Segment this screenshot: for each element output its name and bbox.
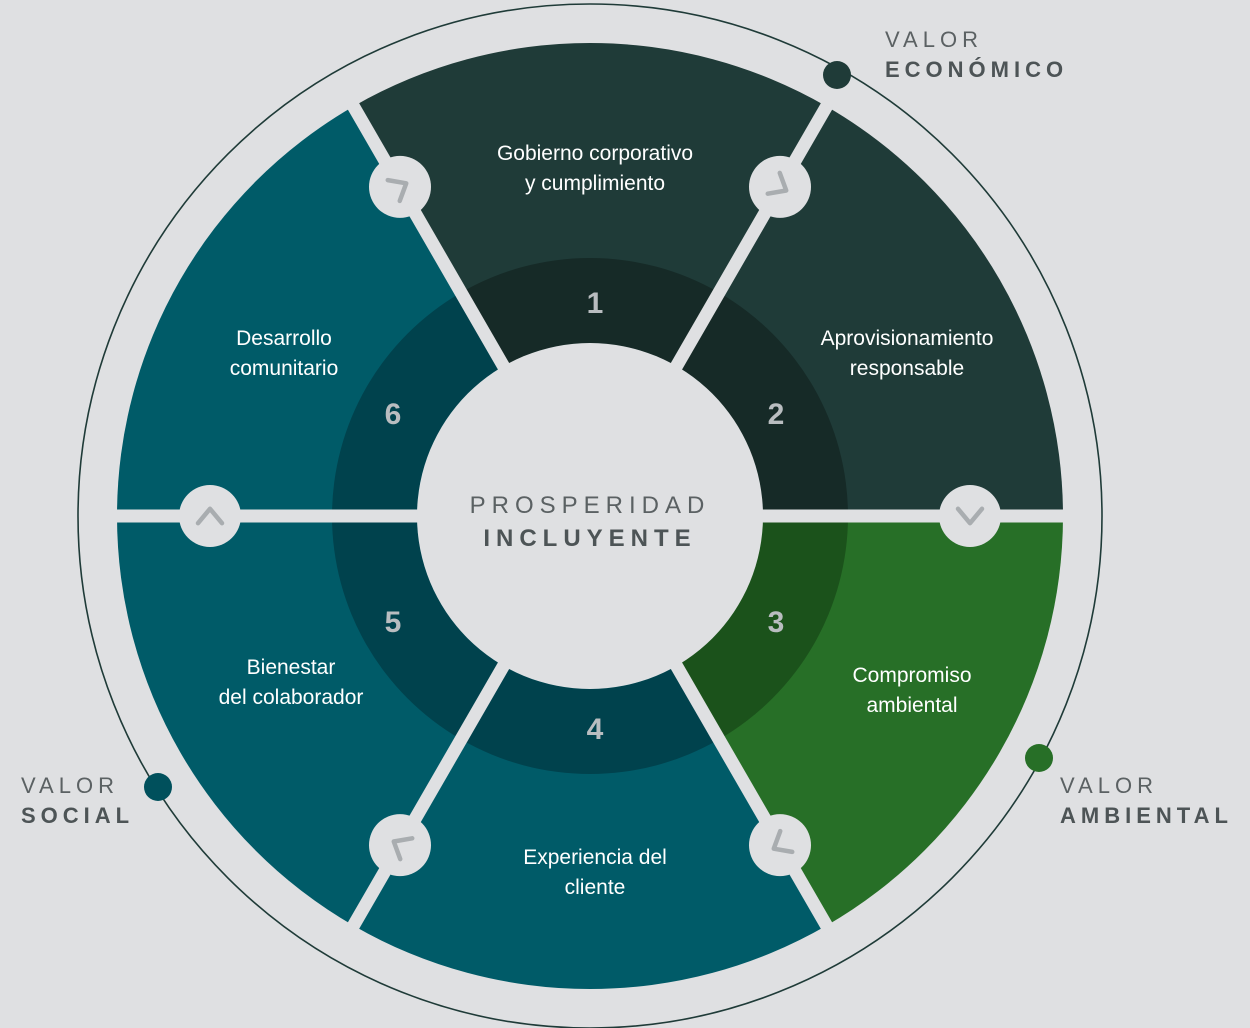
dividers-layer (109, 96, 1071, 936)
divider-2 (668, 658, 837, 936)
chevron-up-icon (179, 485, 241, 547)
inner-ring-layer (332, 258, 848, 774)
center-title-line1: PROSPERIDAD (470, 492, 711, 519)
economic-value-label-bold: ECONÓMICO (885, 57, 1068, 82)
chevron-bottom-left-icon (369, 814, 431, 877)
segment-1-label-line1: Gobierno corporativo (497, 142, 693, 165)
connectors-layer (179, 155, 1001, 877)
segment-5-inner-band (332, 516, 504, 740)
divider-3 (343, 658, 512, 936)
segment-5-label-line2: del colaborador (219, 686, 364, 709)
segment-5-label-line1: Bienestar (247, 656, 336, 679)
environmental-value-dot (1025, 744, 1053, 772)
chevron-top-right-icon (749, 155, 811, 218)
segment-2-label-line2: responsable (850, 357, 964, 380)
chevron-stroke (955, 506, 985, 526)
segment-2-label-line1: Aprovisionamiento (821, 327, 994, 350)
segment-3-inner-band (676, 516, 848, 740)
social-value-dot (144, 773, 172, 801)
segment-6-inner-band (332, 292, 504, 516)
connector-circle (939, 485, 1001, 547)
segment-4-label-line1: Experiencia del (523, 846, 667, 869)
chevron-stroke (195, 506, 225, 526)
segment-6-label-line2: comunitario (230, 357, 339, 380)
social-value-label-bold: SOCIAL (21, 803, 134, 828)
segment-2-inner-band (676, 292, 848, 516)
segment-4-label-line2: cliente (565, 876, 626, 899)
segment-1-number: 1 (587, 287, 604, 320)
connector-circle (179, 485, 241, 547)
chevron-stroke (771, 828, 795, 855)
economic-value-label-light: VALOR (885, 27, 983, 52)
segment-3-label-line1: Compromiso (852, 664, 971, 687)
chevron-down-icon (939, 485, 1001, 547)
connector-circle (749, 814, 811, 877)
chevron-top-left-icon (369, 155, 431, 218)
connector-circle (369, 155, 431, 218)
connector-circle (369, 814, 431, 877)
connector-circle (749, 155, 811, 218)
center-circle (417, 343, 763, 689)
chevron-stroke (765, 170, 789, 196)
chevron-stroke (391, 836, 415, 862)
segment-6-label-line1: Desarrollo (236, 327, 332, 350)
segment-6-number: 6 (385, 398, 402, 431)
segment-2-number: 2 (768, 398, 785, 431)
segment-4-number: 4 (587, 713, 604, 746)
environmental-value-label-light: VALOR (1060, 773, 1158, 798)
environmental-value-label-bold: AMBIENTAL (1060, 803, 1233, 828)
segment-5-number: 5 (385, 606, 402, 639)
economic-value-dot (823, 61, 851, 89)
segment-3-number: 3 (768, 606, 785, 639)
segment-1-inner-band (461, 258, 719, 367)
chevron-bottom-right-icon (749, 814, 811, 877)
segment-3-label-line2: ambiental (866, 694, 957, 717)
divider-6 (668, 96, 837, 374)
chevron-stroke (385, 177, 409, 204)
segment-1-label-line2: y cumplimiento (525, 172, 665, 195)
center-title-line2: INCLUYENTE (483, 525, 696, 552)
social-value-label-light: VALOR (21, 773, 119, 798)
outer-ring (77, 3, 1103, 1028)
segment-4-inner-band (461, 665, 719, 774)
divider-5 (343, 96, 512, 374)
